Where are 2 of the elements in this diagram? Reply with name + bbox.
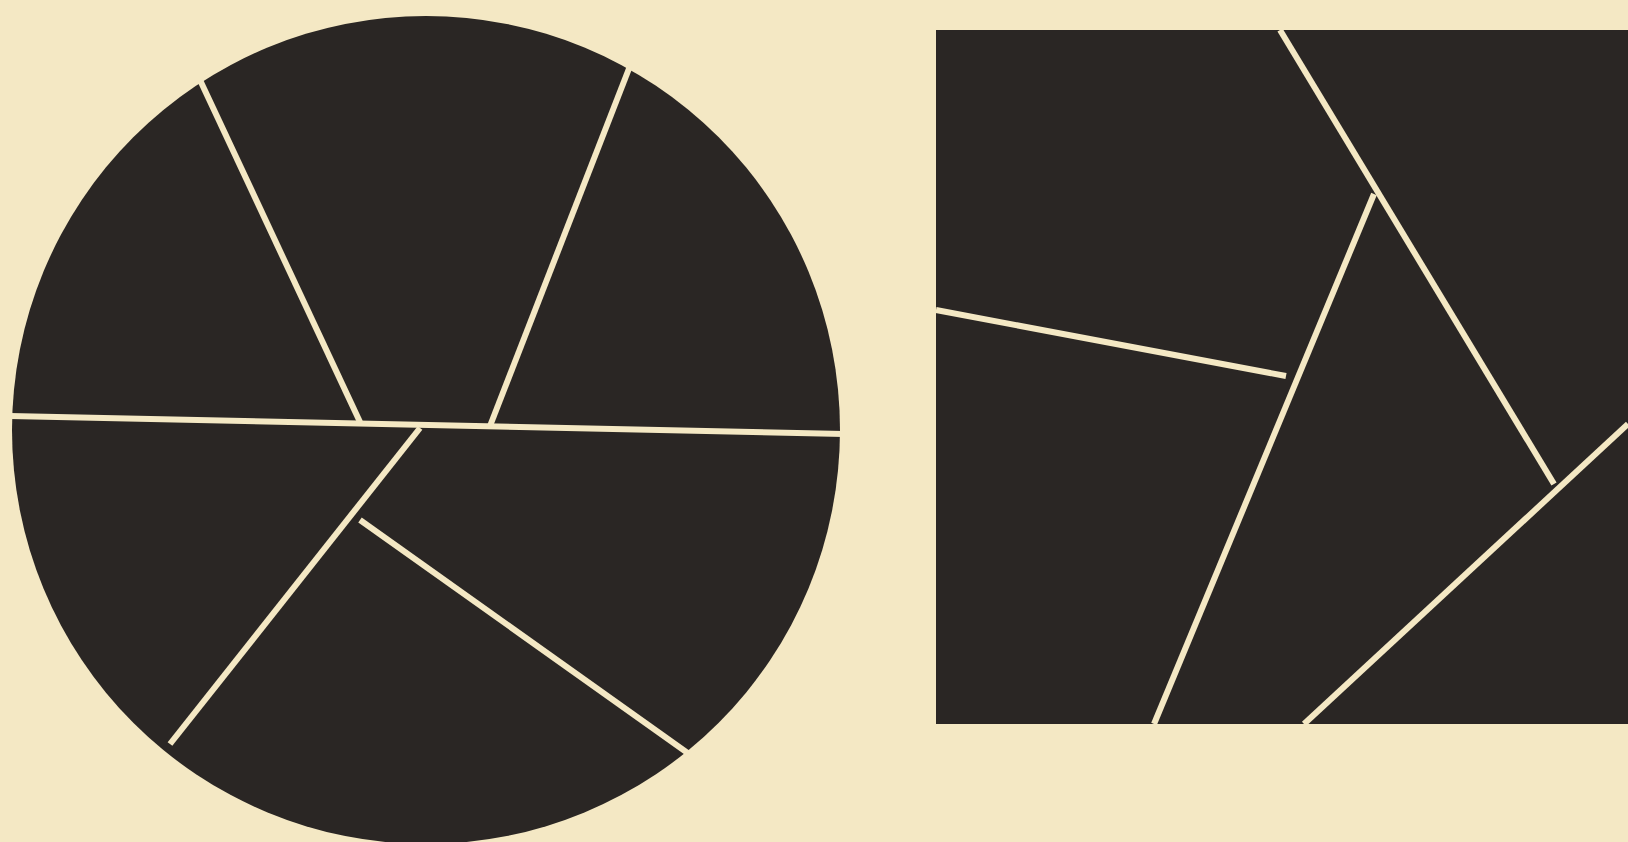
square-dissection-drawing bbox=[935, 28, 1628, 727]
circle-dissection-drawing bbox=[9, 16, 845, 842]
